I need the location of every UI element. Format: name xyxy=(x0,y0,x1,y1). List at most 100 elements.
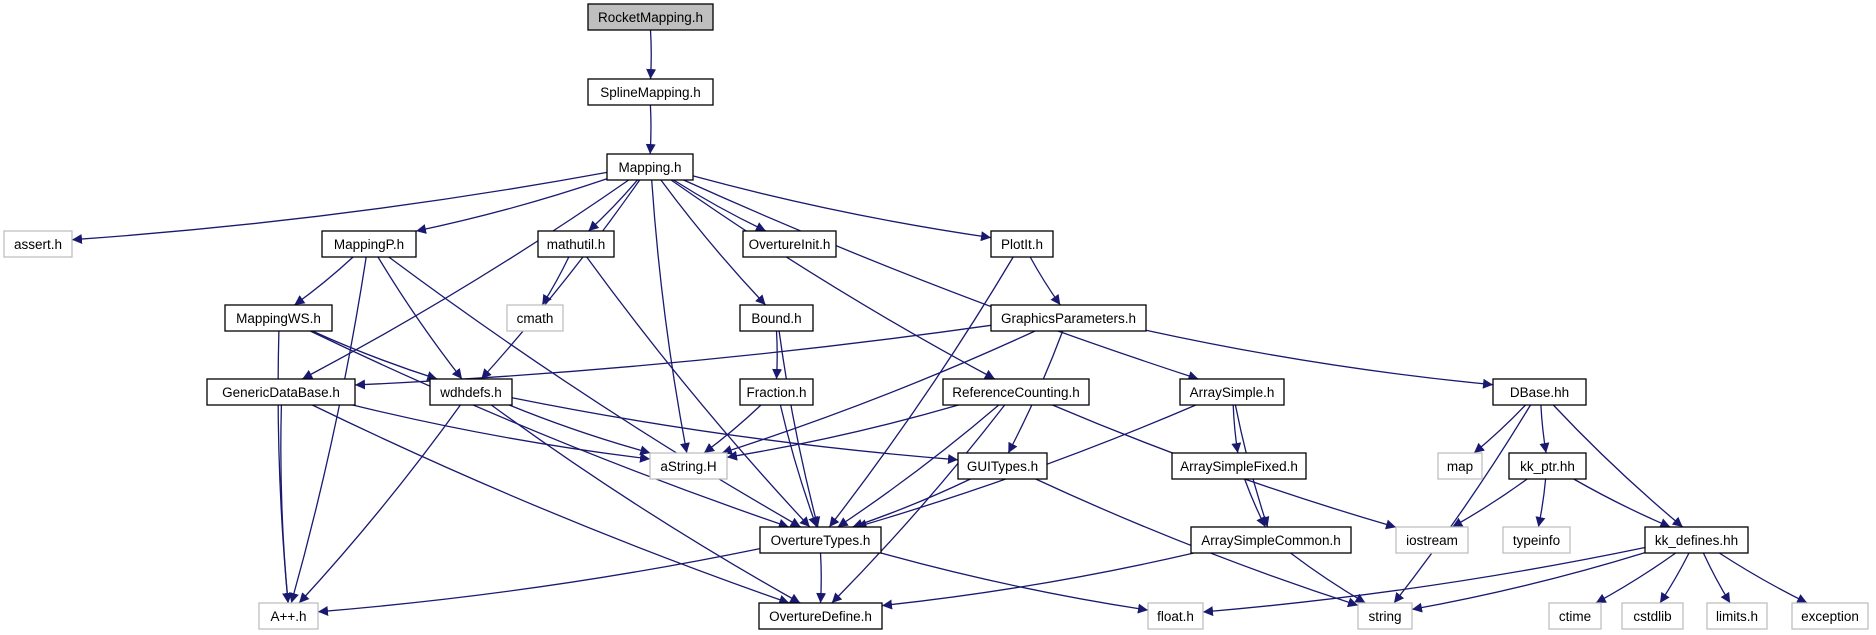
node-arraysimplecommon-h[interactable]: ArraySimpleCommon.h xyxy=(1190,526,1352,554)
node-box xyxy=(1706,602,1768,630)
node-bound-h[interactable]: Bound.h xyxy=(739,304,814,332)
edge-arrfixed-to-arrcommon xyxy=(1243,478,1266,528)
node-label: Fraction.h xyxy=(746,385,806,400)
node-exception: exception xyxy=(1791,602,1869,630)
node-box xyxy=(1357,602,1413,630)
node-mappingp-h[interactable]: MappingP.h xyxy=(321,230,417,258)
node-label: ReferenceCounting.h xyxy=(952,385,1080,400)
edge-mappingp-to-ovtypes xyxy=(388,256,802,528)
node-label: assert.h xyxy=(14,237,62,252)
edge-fraction-to-astring xyxy=(703,404,762,454)
node-label: map xyxy=(1447,459,1473,474)
node-box xyxy=(1190,526,1352,554)
edge-rocket-to-spline xyxy=(646,29,657,80)
node-box xyxy=(739,378,814,406)
node-box xyxy=(990,304,1147,332)
node-mappingws-h[interactable]: MappingWS.h xyxy=(224,304,333,332)
edge-wdh-to-app xyxy=(298,404,461,604)
edge-kkptr-to-iostream xyxy=(1451,478,1528,528)
node-assert-h: assert.h xyxy=(3,230,73,258)
node-overturedefine-h[interactable]: OvertureDefine.h xyxy=(758,602,883,630)
edge-wdh-to-astring xyxy=(508,404,651,456)
node-mathutil-h[interactable]: mathutil.h xyxy=(537,230,615,258)
node-label: kk_defines.hh xyxy=(1655,533,1738,548)
edge-gdb-to-astring xyxy=(352,404,651,463)
node-box xyxy=(1644,526,1749,554)
node-referencecounting-h[interactable]: ReferenceCounting.h xyxy=(942,378,1090,406)
node-label: cmath xyxy=(517,311,554,326)
node-label: wdhdefs.h xyxy=(439,385,502,400)
node-label: GraphicsParameters.h xyxy=(1001,311,1136,326)
edge-mapping-to-arrsimple xyxy=(683,179,1199,381)
node-box xyxy=(606,153,694,181)
node-fraction-h[interactable]: Fraction.h xyxy=(739,378,814,406)
node-box xyxy=(206,378,356,406)
edge-refc-to-ovtypes xyxy=(837,404,1000,528)
edge-wdh-to-guitypes xyxy=(511,397,959,464)
node-label: cstdlib xyxy=(1633,609,1671,624)
node-label: kk_ptr.hh xyxy=(1520,459,1575,474)
edge-gparams-to-dbase xyxy=(1145,329,1494,389)
node-label: OvertureInit.h xyxy=(749,237,831,252)
node-kk-ptr-hh[interactable]: kk_ptr.hh xyxy=(1508,452,1587,480)
node-dbase-hh[interactable]: DBase.hh xyxy=(1492,378,1587,406)
edge-arrcommon-to-string xyxy=(1290,552,1366,604)
edge-bound-to-ovtypes xyxy=(778,330,821,528)
edge-mapping-to-gdb xyxy=(301,179,630,380)
edge-mapping-to-ovinit xyxy=(673,179,767,232)
node-graphicsparameters-h[interactable]: GraphicsParameters.h xyxy=(990,304,1147,332)
node-ctime: ctime xyxy=(1548,602,1602,630)
node-splinemapping-h[interactable]: SplineMapping.h xyxy=(587,78,714,106)
edge-plotit-to-ovtypes xyxy=(828,256,1014,528)
node-label: MappingP.h xyxy=(334,237,404,252)
edge-mapping-to-plotit xyxy=(692,175,992,242)
node-label: aString.H xyxy=(660,459,716,474)
node-mapping-h[interactable]: Mapping.h xyxy=(606,153,694,181)
edge-refc-to-ovdef xyxy=(831,404,1006,604)
node-box xyxy=(1508,452,1587,480)
edge-layer xyxy=(71,29,1808,617)
edge-refc-to-astring xyxy=(726,404,959,461)
node-box xyxy=(1621,602,1684,630)
edge-kkdef-to-ctime xyxy=(1595,552,1677,604)
edge-kkptr-to-kkdef xyxy=(1573,478,1671,528)
node-arraysimple-h[interactable]: ArraySimple.h xyxy=(1179,378,1285,406)
node-box xyxy=(759,526,882,554)
edge-guitypes-to-ovtypes xyxy=(852,478,971,529)
node-limits-h: limits.h xyxy=(1706,602,1768,630)
node-rocketmapping-h[interactable]: RocketMapping.h xyxy=(587,3,714,31)
node-label: DBase.hh xyxy=(1510,385,1569,400)
node-plotit-h[interactable]: PlotIt.h xyxy=(990,230,1054,258)
node-box xyxy=(258,602,319,630)
node-arraysimplefixed-h[interactable]: ArraySimpleFixed.h xyxy=(1171,452,1307,480)
edge-mapping-to-bound xyxy=(660,179,767,306)
node-label: Mapping.h xyxy=(618,160,681,175)
node-box xyxy=(990,230,1054,258)
node-overtureinit-h[interactable]: OvertureInit.h xyxy=(742,230,837,258)
node-label: ArraySimple.h xyxy=(1190,385,1275,400)
node-box xyxy=(506,304,564,332)
node-wdhdefs-h[interactable]: wdhdefs.h xyxy=(429,378,513,406)
edge-kkdef-to-exception xyxy=(1718,552,1808,604)
node-label: PlotIt.h xyxy=(1001,237,1043,252)
node-label: Bound.h xyxy=(751,311,801,326)
node-astring-h: aString.H xyxy=(649,452,728,480)
edge-mappingp-to-wdh xyxy=(377,256,463,380)
node-guitypes-h[interactable]: GUITypes.h xyxy=(957,452,1048,480)
node-box xyxy=(224,304,333,332)
edge-mappingp-to-mappingws xyxy=(294,256,354,306)
node-label: limits.h xyxy=(1716,609,1758,624)
node-kk-defines-hh[interactable]: kk_defines.hh xyxy=(1644,526,1749,554)
edge-mapping-to-astring xyxy=(651,179,690,454)
node-box xyxy=(758,602,883,630)
node-label: float.h xyxy=(1157,609,1194,624)
node-genericdatabase-h[interactable]: GenericDataBase.h xyxy=(206,378,356,406)
edge-mappingp-to-app xyxy=(289,256,367,604)
node-label: RocketMapping.h xyxy=(598,10,703,25)
edge-dbase-to-kkptr xyxy=(1539,404,1550,454)
edge-wdh-to-ovdef xyxy=(490,404,801,604)
edge-kkdef-to-string xyxy=(1411,551,1646,613)
node-overturetypes-h[interactable]: OvertureTypes.h xyxy=(759,526,882,554)
